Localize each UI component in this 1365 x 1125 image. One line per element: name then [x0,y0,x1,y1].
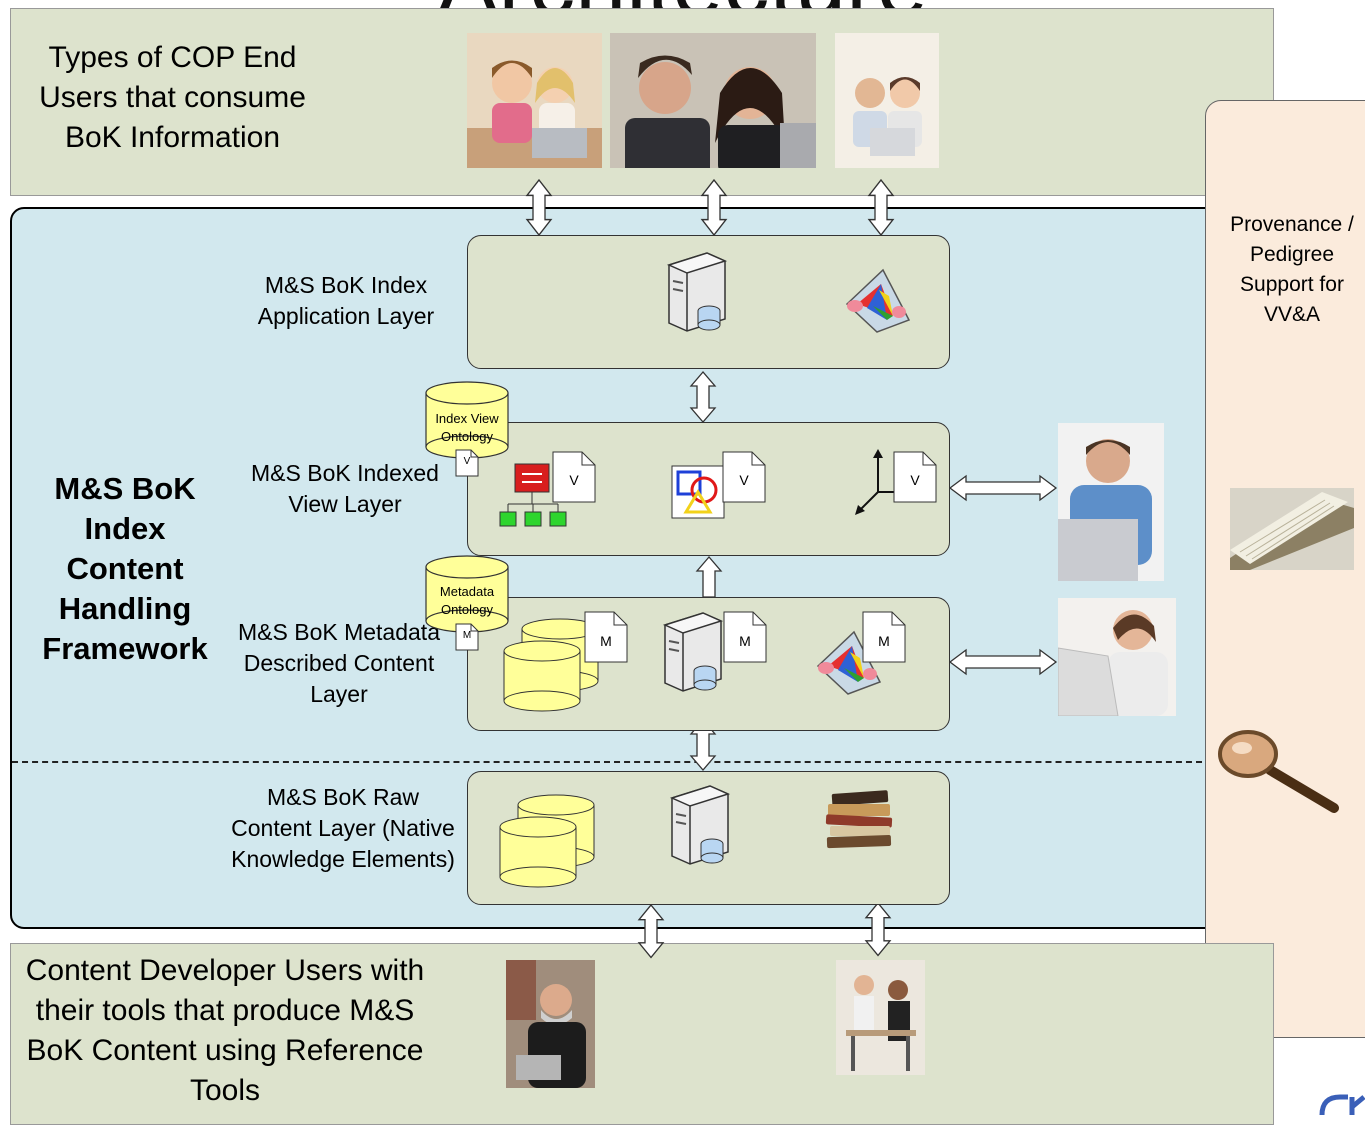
raw-layer-divider [12,761,1202,763]
small-metadata-document-letter: M [462,630,472,641]
metadata-ontology-database-icon [425,555,509,633]
magnifier-icon [1218,728,1340,814]
content-developers-label: Content Developer Users with their tools… [25,954,425,1107]
geometry-icon [814,628,884,698]
analyst-photo-1 [1058,423,1164,581]
end-user-photo-3 [835,33,939,168]
indexed-view-layer-label: M&S BoK Indexed View Layer [251,460,439,517]
metadata-document-letter-1: M [600,633,612,649]
metadata-document-letter-3: M [878,633,890,649]
index-view-ontology-label: Index View Ontology [435,411,499,444]
geometry-icon [843,266,913,336]
database-icon [498,791,598,891]
raw-layer-label: M&S BoK Raw Content Layer (Native Knowle… [231,784,455,872]
metadata-document-icon-1 [584,611,628,663]
server-icon [661,607,725,695]
provenance-label: Provenance / Pedigree Support for VV&A [1230,213,1354,326]
shapes-icon [670,464,726,520]
server-icon [665,247,729,335]
small-metadata-document-icon [455,623,479,651]
end-user-photo-1 [467,33,602,168]
books-icon [824,788,898,850]
developer-photo-2 [836,960,925,1075]
view-document-icon-2 [722,451,766,503]
book-pages-photo [1230,488,1354,570]
analyst-photo-2 [1058,598,1176,716]
index-view-ontology-database-icon [425,381,509,459]
developer-photo-1 [506,960,595,1088]
end-users-label: Types of COP End Users that consume BoK … [39,41,306,154]
database-icon [502,615,602,715]
metadata-layer-label: M&S BoK Metadata Described Content Layer [238,619,440,707]
view-document-icon-3 [893,451,937,503]
logo-fragment [1318,1093,1365,1115]
metadata-document-letter-2: M [739,633,751,649]
server-icon [668,780,732,868]
framework-label: M&S BoK Index Content Handling Framework [42,471,208,666]
view-document-letter-2: V [739,472,749,488]
view-document-icon-1 [552,451,596,503]
small-document-letter: V [463,456,471,467]
hierarchy-icon [498,460,570,528]
view-document-letter-1: V [569,472,579,488]
up-arrow [695,556,723,598]
end-user-photo-2 [610,33,816,168]
application-layer-label: M&S BoK Index Application Layer [257,272,435,329]
metadata-document-icon-2 [723,611,767,663]
metadata-document-icon-3 [862,611,906,663]
metadata-ontology-label: Metadata Ontology [439,584,495,617]
view-document-letter-3: V [910,472,920,488]
small-document-icon [455,449,479,477]
content-developers-band [10,943,1274,1125]
